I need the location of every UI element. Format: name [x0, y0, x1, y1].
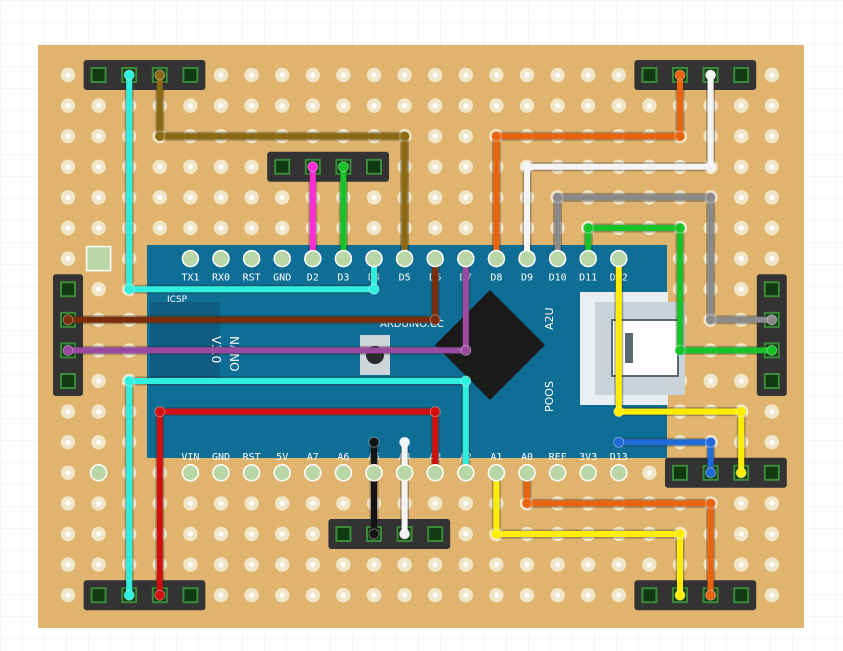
bottom-pin-label: D13 [610, 452, 628, 463]
board-name-label: ARDUINO.CC [380, 319, 444, 330]
top-pin-label: TX1 [181, 273, 199, 284]
nano-label: NANO [227, 336, 241, 372]
nano-pin [426, 464, 444, 482]
nano-pin [548, 464, 567, 482]
header-pin [733, 67, 750, 83]
nano-pin [334, 249, 353, 268]
nano-pin [518, 249, 536, 268]
icsp-label: ICSP [167, 295, 188, 305]
header-pin [763, 281, 780, 298]
nano-pin [242, 464, 261, 482]
usb-label: A2U [543, 307, 556, 330]
header-pin [182, 67, 199, 83]
nano-pin [518, 464, 536, 482]
nano-pin [610, 249, 628, 268]
bottom-pin-label: 3V3 [579, 452, 597, 463]
top-pin-label: RX0 [212, 273, 230, 284]
nano-pin [487, 249, 506, 268]
nano-pin [273, 464, 291, 482]
nano-pin [579, 249, 597, 268]
white-wire-top [524, 72, 714, 262]
bottom-pin-label: A7 [307, 452, 319, 463]
nano-pin [273, 249, 291, 268]
cyan-wire-top [126, 72, 377, 293]
nano-pin [304, 464, 322, 482]
pin-header [328, 519, 451, 549]
pin-header [83, 60, 206, 90]
bottom-pin-label: A0 [521, 452, 533, 463]
nano-pin [610, 464, 628, 482]
nano-pin [181, 249, 200, 268]
header-pin [90, 587, 107, 604]
top-pin-label: D3 [337, 273, 349, 284]
header-pin [733, 587, 750, 604]
nano-pin [365, 464, 383, 482]
orange-wire-top [493, 72, 683, 262]
nano-pin [457, 249, 475, 268]
header-pin [763, 373, 780, 389]
header-pin [763, 464, 780, 481]
nano-pin [579, 464, 597, 482]
header-pin [366, 158, 382, 175]
bottom-side-label: POOS [543, 381, 556, 412]
top-pin-label: D2 [307, 273, 319, 284]
nano-pin [242, 249, 261, 268]
top-pin-label: D10 [549, 273, 567, 284]
nano-pin [304, 249, 322, 268]
nano-pin [395, 464, 414, 482]
header-pin [60, 373, 76, 389]
bottom-pin-label: REF [549, 452, 567, 463]
nano-pin [487, 464, 506, 482]
top-pin-label: GND [273, 273, 291, 284]
top-pin-label: D11 [579, 273, 597, 284]
nano-pin [85, 245, 112, 272]
red-wire [156, 408, 439, 599]
header-pin [672, 464, 688, 481]
header-pin [427, 526, 444, 542]
microcontroller-chip [435, 290, 545, 400]
header-pin [90, 67, 107, 83]
yellow-wire-a1 [493, 469, 683, 599]
bottom-pin-label: VIN [181, 452, 199, 463]
nano-pin [395, 249, 414, 268]
header-pin [641, 587, 658, 604]
header-pin [274, 158, 291, 175]
bottom-pin-label: RST [243, 452, 261, 463]
nano-pin [212, 464, 230, 482]
bottom-pin-label: 5V [276, 452, 288, 463]
nano-pin [548, 249, 567, 268]
bottom-pin-label: A1 [490, 452, 502, 463]
yellow-wire-d12 [615, 255, 745, 476]
pin-header [83, 580, 206, 611]
wires [62, 69, 778, 601]
olive-wire [156, 72, 408, 262]
pin-header [665, 457, 787, 488]
nano-pin [89, 464, 108, 482]
nano-pins [85, 245, 628, 482]
cyan-wire-bottom [126, 378, 469, 599]
bottom-pin-label: GND [212, 452, 230, 463]
header-pin [335, 526, 352, 542]
pin-header [756, 274, 787, 396]
bottom-pin-label: A6 [337, 452, 349, 463]
header-pin [641, 67, 658, 83]
nano-pin [457, 464, 475, 482]
nano-pin [334, 464, 353, 482]
pin-header [634, 580, 757, 611]
pin-header [53, 274, 83, 396]
top-pin-label: D9 [521, 273, 533, 284]
header-pin [182, 587, 199, 604]
header-pin [60, 281, 76, 298]
nano-pin [365, 249, 383, 268]
top-pin-label: RST [243, 273, 261, 284]
nano-pin [181, 464, 200, 482]
pin-header [634, 60, 757, 90]
top-pin-label: D8 [490, 273, 502, 284]
nano-pin [426, 249, 444, 268]
pin-header [267, 151, 389, 182]
orange-wire-a0 [524, 469, 714, 599]
nano-pin [212, 249, 230, 268]
top-pin-label: D5 [399, 273, 411, 284]
